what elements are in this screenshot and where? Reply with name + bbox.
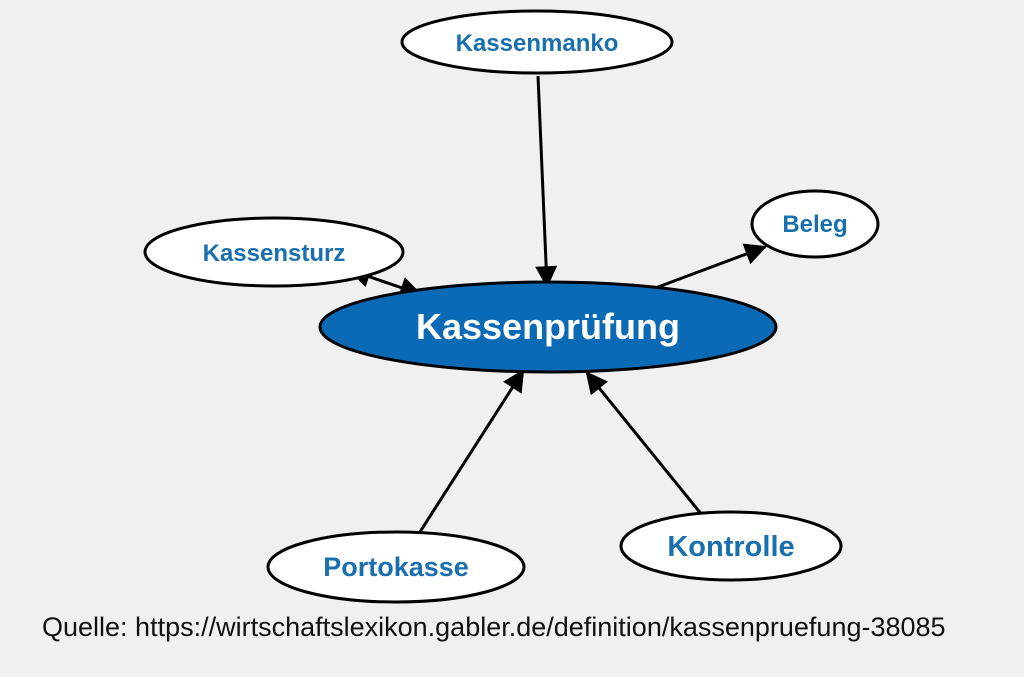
node-beleg: Beleg bbox=[750, 189, 880, 259]
node-kassensturz-label: Kassensturz bbox=[203, 240, 346, 267]
node-kassenpruefung-center: Kassenprüfung bbox=[318, 280, 778, 374]
source-citation: Quelle: https://wirtschaftslexikon.gable… bbox=[42, 612, 946, 642]
node-kontrolle: Kontrolle bbox=[619, 510, 843, 582]
node-portokasse: Portokasse bbox=[266, 530, 526, 604]
center-label: Kassenprüfung bbox=[416, 306, 680, 347]
node-kontrolle-label: Kontrolle bbox=[667, 531, 794, 563]
node-beleg-label: Beleg bbox=[782, 211, 847, 238]
edge-portokasse-to-center bbox=[416, 369, 525, 536]
node-kassensturz: Kassensturz bbox=[143, 216, 405, 288]
edge-kontrolle-to-center bbox=[585, 371, 704, 516]
node-kassenmanko-label: Kassenmanko bbox=[456, 30, 619, 57]
edge-center-to-beleg bbox=[649, 243, 768, 292]
edge-kassenmanko-to-center bbox=[535, 75, 558, 289]
node-kassenmanko: Kassenmanko bbox=[400, 9, 674, 75]
node-portokasse-label: Portokasse bbox=[323, 552, 469, 582]
